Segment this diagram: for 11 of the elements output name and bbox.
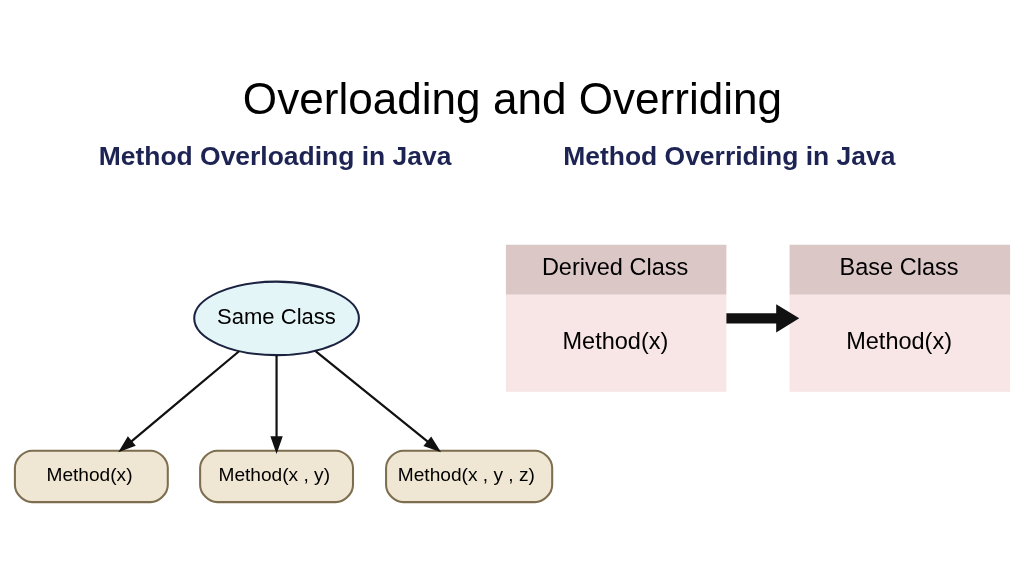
- arrow: [269, 354, 283, 454]
- arrow: [314, 349, 441, 452]
- node-box: Method(x): [13, 449, 169, 503]
- label: Method Overloading in Java: [98, 140, 451, 171]
- arrow: [725, 303, 799, 332]
- label: Method Overriding in Java: [562, 140, 895, 171]
- node-ellipse: Same Class: [192, 280, 360, 356]
- arrow: [117, 349, 240, 452]
- node-box: Method(x , y , z): [384, 449, 553, 503]
- diagram-title: Overloading and Overriding: [242, 73, 782, 123]
- node-box: Method(x , y): [198, 449, 354, 503]
